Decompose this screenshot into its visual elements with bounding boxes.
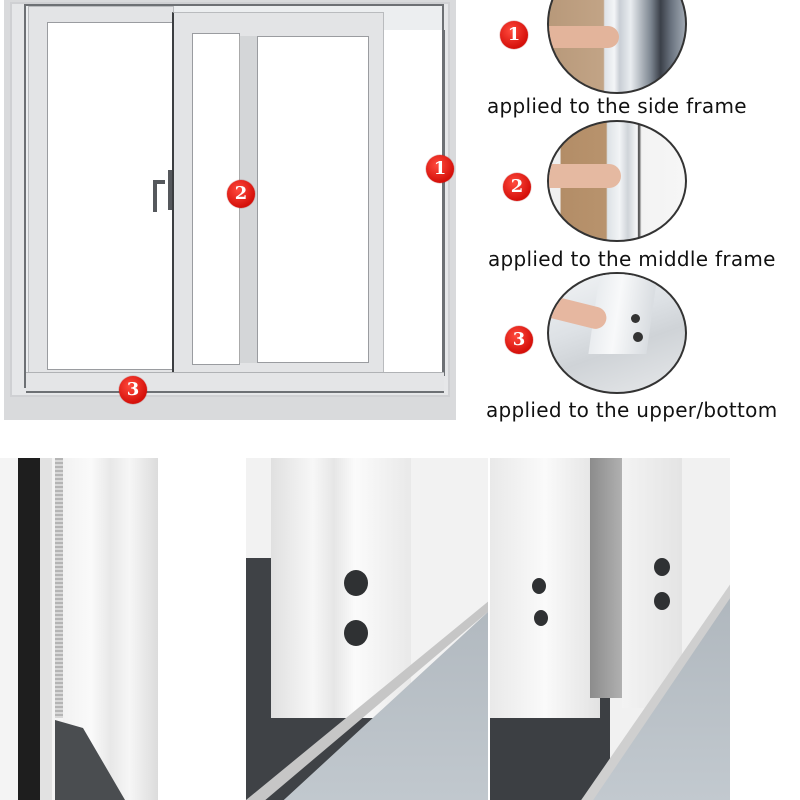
hole <box>631 314 640 323</box>
hole <box>344 570 368 596</box>
marker-1-badge: 1 <box>426 155 454 183</box>
closeup-photo-2 <box>246 458 488 800</box>
window-diagram: 1 2 3 <box>0 0 470 430</box>
hole <box>633 332 643 342</box>
right-glass-right <box>257 36 369 363</box>
hole <box>344 620 368 646</box>
marker-2-badge: 2 <box>227 180 255 208</box>
step-3-photo <box>547 272 687 394</box>
white-profile-right <box>622 458 682 708</box>
step-3-caption: applied to the upper/bottom <box>486 398 778 422</box>
left-glass <box>47 22 173 370</box>
step-1-photo <box>547 0 687 94</box>
hole <box>532 578 546 594</box>
black-seal-strip <box>18 458 40 800</box>
hole <box>534 610 548 626</box>
marker-3-badge: 3 <box>119 376 147 404</box>
bottom-rail <box>26 372 444 393</box>
white-profile <box>271 458 411 718</box>
finger <box>549 26 619 48</box>
step-2-photo <box>547 120 687 242</box>
finger <box>549 164 621 188</box>
brush-seal <box>55 458 63 718</box>
white-edge <box>40 458 52 800</box>
step-2-badge: 2 <box>503 173 531 201</box>
closeup-photo-3 <box>490 458 730 800</box>
handle-bar <box>153 180 165 184</box>
hole <box>654 592 670 610</box>
fixed-glass <box>384 30 445 376</box>
handle-icon <box>153 180 157 212</box>
handle-base <box>168 170 172 210</box>
closeup-photo-1 <box>0 458 158 800</box>
step-2-caption: applied to the middle frame <box>488 247 776 271</box>
hole <box>654 558 670 576</box>
gray-channel <box>590 458 622 698</box>
step-1-badge: 1 <box>500 21 528 49</box>
step-1-caption: applied to the side frame <box>487 94 747 118</box>
step-3-badge: 3 <box>505 326 533 354</box>
